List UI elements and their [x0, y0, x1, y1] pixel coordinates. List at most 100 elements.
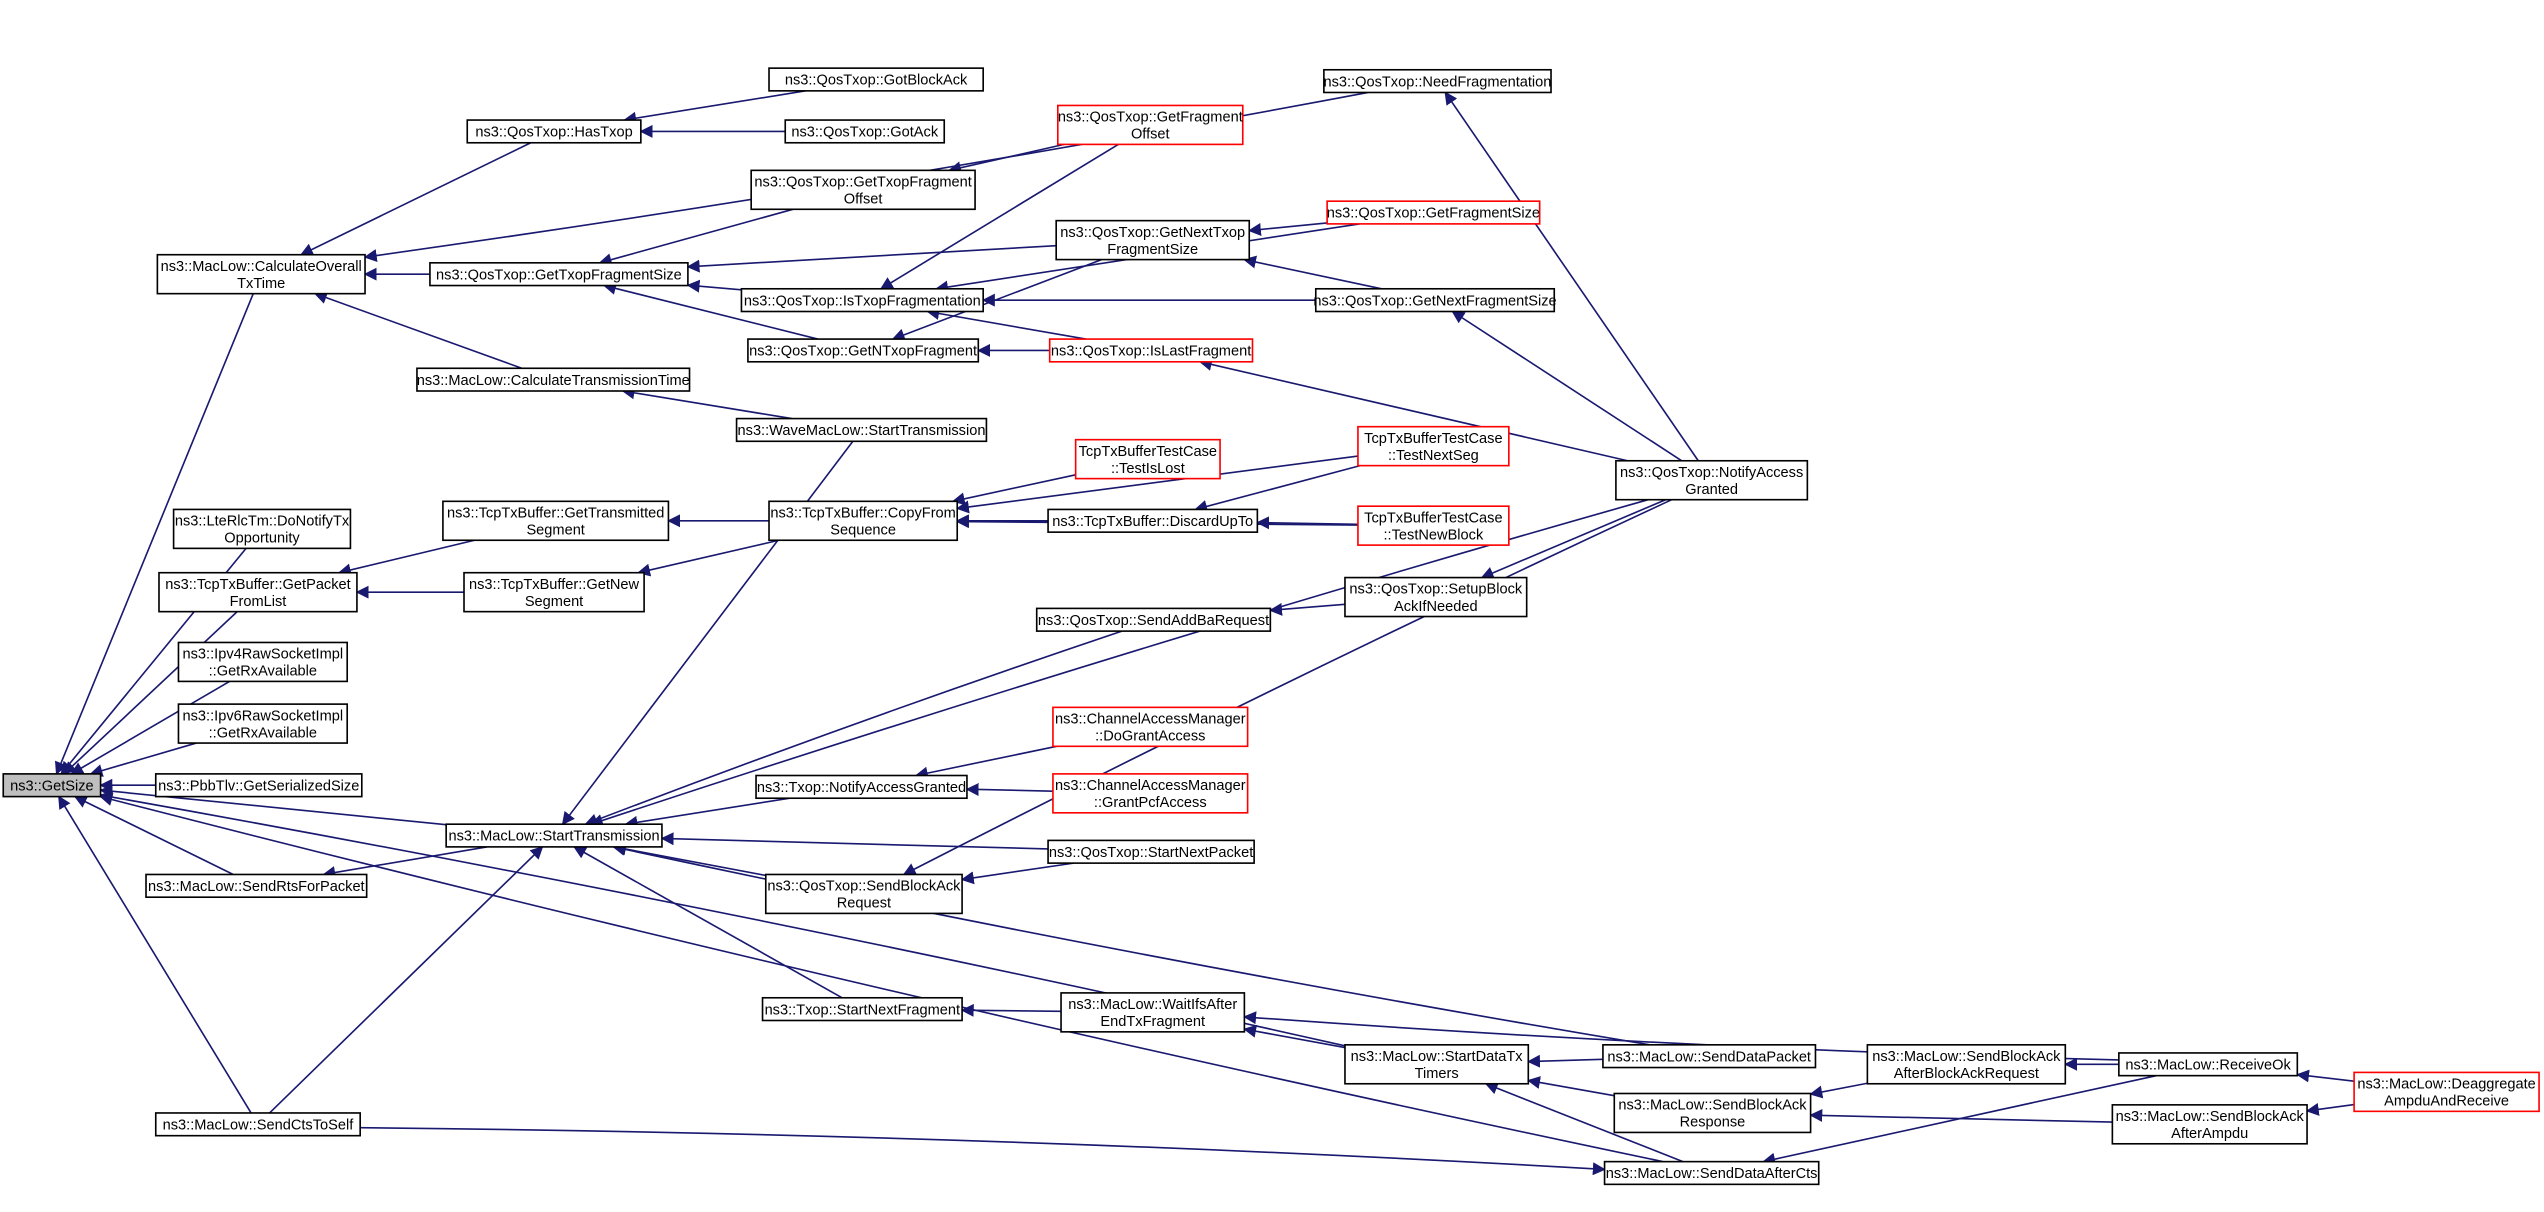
node-sendDataAfterCts[interactable]: ns3::MacLow::SendDataAfterCts [1603, 1160, 1820, 1186]
node-hasTxop[interactable]: ns3::QosTxop::HasTxop [466, 119, 642, 144]
node-doGrantAccess[interactable]: ns3::ChannelAccessManager::DoGrantAccess [1052, 706, 1249, 748]
node-getTxopFragSize[interactable]: ns3::QosTxop::GetTxopFragmentSize [429, 262, 689, 287]
edge-txopStartNextFrag-to-startTrans [573, 846, 843, 999]
edge-getNextFragSize-to-getNextTxopFragSize [1243, 255, 1382, 290]
node-label: ns3::MacLow::SendDataPacket [1607, 1049, 1811, 1065]
node-box [1357, 425, 1510, 467]
node-getNextFragSize[interactable]: ns3::QosTxop::GetNextFragmentSize [1313, 287, 1557, 313]
node-sendAddBa[interactable]: ns3::QosTxop::SendAddBaRequest [1035, 607, 1272, 632]
node-label: ns3::QosTxop::GotAck [791, 125, 939, 141]
node-label: ns3::Txop::NotifyAccessGranted [757, 780, 966, 796]
node-sendCts[interactable]: ns3::MacLow::SendCtsToSelf [154, 1112, 361, 1137]
node-testIsLost[interactable]: TcpTxBufferTestCase::TestIsLost [1074, 438, 1221, 480]
node-startNextPacket[interactable]: ns3::QosTxop::StartNextPacket [1047, 839, 1255, 864]
node-label: Response [1680, 1115, 1746, 1131]
node-box [784, 119, 946, 144]
node-label: ns3::QosTxop::HasTxop [475, 125, 632, 141]
edge-sendBlockAckResp-to-startDataTx [1527, 1076, 1615, 1097]
node-label: EndTxFragment [1100, 1014, 1205, 1030]
node-label: ns3::MacLow::CalculateOverall [161, 259, 362, 275]
node-getFragSize[interactable]: ns3::QosTxop::GetFragmentSize [1326, 200, 1541, 225]
node-label: ::TestNextSeg [1388, 448, 1479, 464]
node-gotAck[interactable]: ns3::QosTxop::GotAck [784, 119, 946, 144]
node-gotBlockAck[interactable]: ns3::QosTxop::GotBlockAck [768, 67, 984, 92]
edge-startDataTx-to-waitIfs [1243, 1024, 1346, 1049]
edge-getNTxopFrag-to-getTxopFragSize [602, 282, 819, 340]
node-box [1047, 839, 1255, 864]
node-label: ns3::MacLow::SendBlockAck [2116, 1109, 2305, 1125]
node-box [1047, 508, 1259, 533]
node-label: ns3::LteRlcTm::DoNotifyTx [175, 514, 350, 530]
node-label: ns3::MacLow::Deaggregate [2357, 1077, 2535, 1093]
node-getNTxopFrag[interactable]: ns3::QosTxop::GetNTxopFragment [747, 338, 980, 363]
node-label: ns3::MacLow::SendBlockAck [1618, 1098, 1807, 1114]
node-grantPcfAccess[interactable]: ns3::ChannelAccessManager::GrantPcfAcces… [1052, 773, 1249, 814]
node-getsize[interactable]: ns3::GetSize [2, 773, 102, 798]
node-ipv6raw[interactable]: ns3::Ipv6RawSocketImpl::GetRxAvailable [177, 703, 349, 744]
node-calcTransTime[interactable]: ns3::MacLow::CalculateTransmissionTime [416, 367, 691, 392]
node-notifyAccessGranted[interactable]: ns3::QosTxop::NotifyAccessGranted [1615, 459, 1809, 501]
node-ipv4raw[interactable]: ns3::Ipv4RawSocketImpl::GetRxAvailable [177, 641, 349, 683]
edge-sendRts-to-getsize [73, 795, 234, 876]
node-label: ns3::PbbTlv::GetSerializedSize [158, 778, 359, 794]
node-box [768, 500, 959, 542]
edge-sendCts-to-startTrans [269, 845, 544, 1114]
edge-gotBlockAck-to-hasTxop [623, 90, 806, 125]
node-txopStartNextFrag[interactable]: ns3::Txop::StartNextFragment [761, 996, 963, 1022]
node-label: ns3::QosTxop::StartNextPacket [1049, 845, 1253, 861]
node-label: ns3::TcpTxBuffer::CopyFrom [770, 505, 955, 521]
node-txopNotify[interactable]: ns3::Txop::NotifyAccessGranted [755, 774, 968, 800]
node-label: ns3::MacLow::SendCtsToSelf [163, 1118, 355, 1134]
node-label: Sequence [830, 522, 896, 538]
node-box [735, 417, 988, 443]
node-receiveOk[interactable]: ns3::MacLow::ReceiveOk [2118, 1052, 2299, 1077]
node-box [172, 508, 352, 550]
node-discardUpTo[interactable]: ns3::TcpTxBuffer::DiscardUpTo [1047, 508, 1259, 533]
edge-waitIfs-to-txopStartNextFrag [960, 1003, 1062, 1017]
node-testNewBlock[interactable]: TcpTxBufferTestCase::TestNewBlock [1357, 505, 1510, 546]
node-box [1613, 1092, 1812, 1134]
node-label: ns3::MacLow::ReceiveOk [2125, 1057, 2291, 1073]
node-box [750, 169, 976, 211]
node-startTrans[interactable]: ns3::MacLow::StartTransmission [445, 823, 663, 848]
node-label: TxTime [237, 276, 285, 292]
node-pbbTlv[interactable]: ns3::PbbTlv::GetSerializedSize [154, 773, 363, 798]
node-sendBAafterBAR[interactable]: ns3::MacLow::SendBlockAckAfterBlockAckRe… [1866, 1044, 2067, 1085]
node-isTxopFrag[interactable]: ns3::QosTxop::IsTxopFragmentation [740, 287, 984, 313]
node-sendRts[interactable]: ns3::MacLow::SendRtsForPacket [145, 873, 368, 898]
node-label: Offset [1131, 127, 1170, 143]
edge-getFragOffset-to-isTxopFrag [879, 143, 1119, 290]
node-label: FromList [230, 594, 287, 610]
node-waveStart[interactable]: ns3::WaveMacLow::StartTransmission [735, 417, 988, 443]
node-testNextSeg[interactable]: TcpTxBufferTestCase::TestNextSeg [1357, 425, 1510, 467]
node-label: ns3::QosTxop::GotBlockAck [785, 73, 968, 89]
node-isLastFrag[interactable]: ns3::QosTxop::IsLastFragment [1048, 338, 1254, 363]
node-label: Segment [526, 522, 584, 538]
node-label: ns3::TcpTxBuffer::GetTransmitted [447, 505, 664, 521]
node-needFrag[interactable]: ns3::QosTxop::NeedFragmentation [1323, 68, 1552, 94]
edge-testNextSeg-to-copyFromSeq [955, 455, 1359, 514]
node-label: ns3::MacLow::StartDataTx [1351, 1049, 1524, 1065]
node-box [1323, 68, 1552, 94]
edge-setupBlockAck-to-sendAddBa [1269, 602, 1346, 616]
node-box [1060, 992, 1246, 1033]
edge-waveStart-to-calcTransTime [621, 386, 793, 420]
node-sendDataPacket[interactable]: ns3::MacLow::SendDataPacket [1602, 1044, 1817, 1069]
node-box [2111, 1104, 2308, 1145]
